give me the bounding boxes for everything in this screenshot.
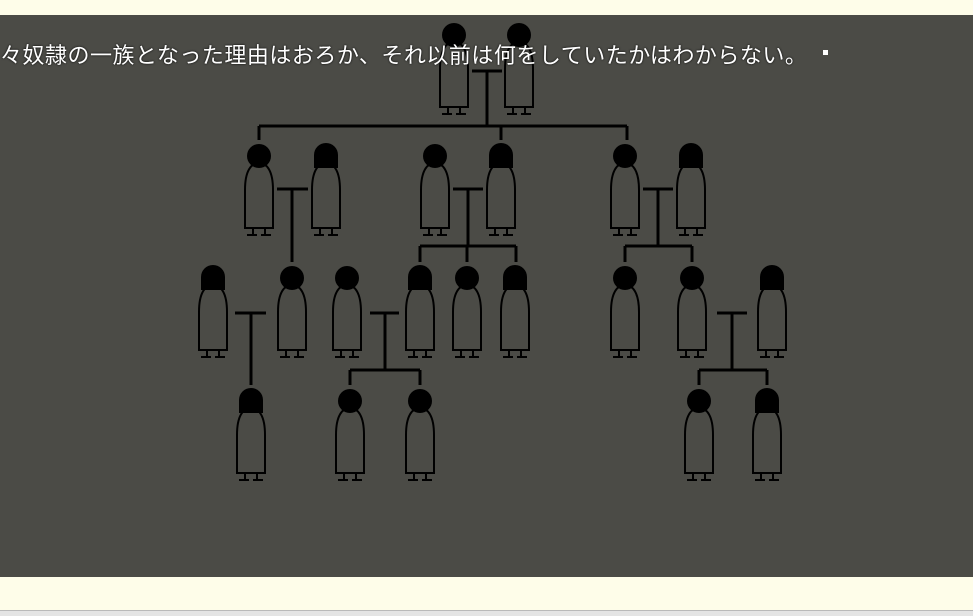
family-member-figure [610,266,640,358]
family-member-figure [757,265,787,358]
window-bottom-bar [0,610,973,616]
family-member-figure [677,266,707,358]
family-member-figure [452,266,482,358]
family-member-figure [335,389,365,481]
family-member-figure [405,265,435,358]
family-tree-people [198,23,787,481]
family-member-figure [486,143,516,236]
family-member-figure [198,265,228,358]
dialogue-text: 々奴隷の一族となった理由はおろか、それ以前は何をしていたかはわからない。 [0,44,808,69]
family-member-figure [439,23,469,115]
family-member-figure [244,144,274,236]
family-tree-illustration [198,23,787,481]
family-member-figure [684,389,714,481]
family-member-figure [610,144,640,236]
family-member-figure [420,144,450,236]
dialogue-line[interactable]: 々奴隷の一族となった理由はおろか、それ以前は何をしていたかはわからない。 [0,36,973,72]
family-member-figure [405,389,435,481]
family-member-figure [500,265,530,358]
family-member-figure [311,143,341,236]
family-member-figure [277,266,307,358]
text-advance-cursor-icon [823,49,829,55]
family-tree-lines [235,69,769,385]
family-member-figure [676,143,706,236]
game-scene[interactable]: 々奴隷の一族となった理由はおろか、それ以前は何をしていたかはわからない。 [0,15,973,577]
family-member-figure [332,266,362,358]
family-member-figure [752,388,782,481]
family-member-figure [236,388,266,481]
family-member-figure [504,23,534,115]
